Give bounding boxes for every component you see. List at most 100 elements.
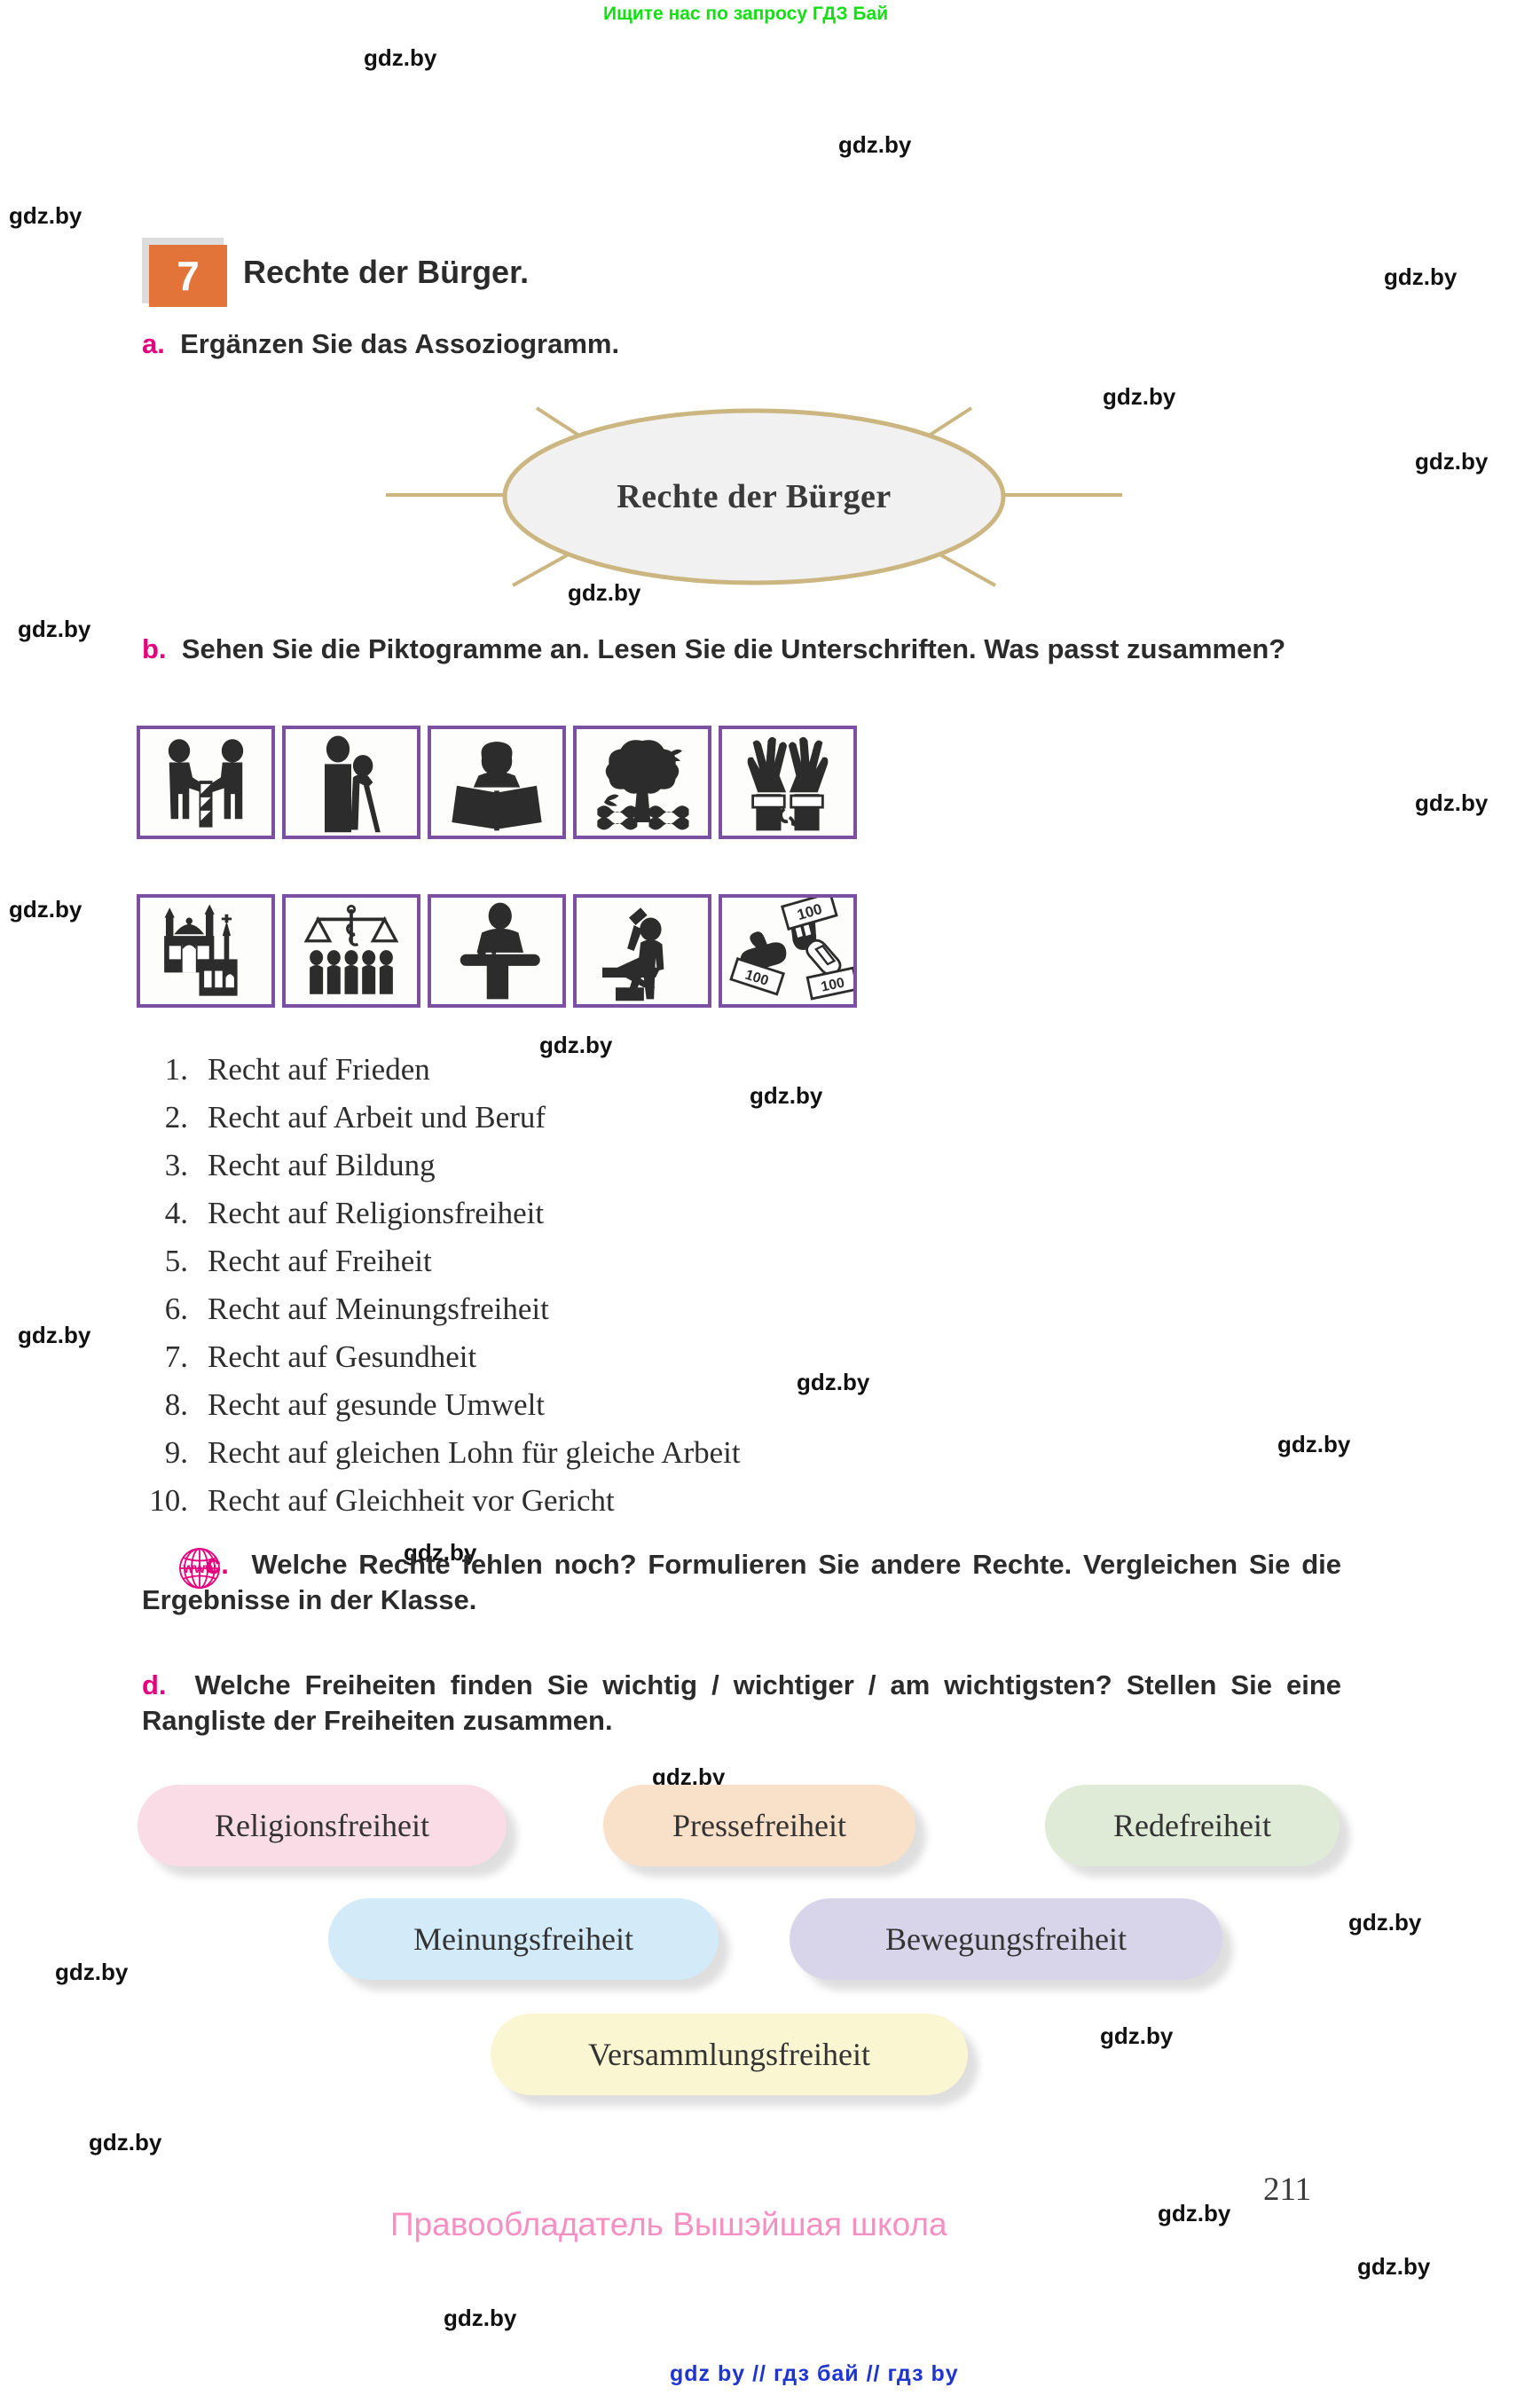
freedom-pill[interactable]: Meinungsfreiheit: [328, 1898, 719, 1980]
rights-list-number: 10.: [149, 1483, 188, 1518]
rights-list-number: 5.: [164, 1244, 188, 1278]
watermark-gdz: gdz.by: [1415, 448, 1489, 475]
freedom-pill[interactable]: Versammlungsfreiheit: [491, 2014, 968, 2095]
copyright-notice: Правообладатель Вышэйшая школа: [390, 2206, 947, 2242]
watermark-gdz: gdz.by: [539, 1032, 613, 1058]
pictogram-1[interactable]: [137, 726, 275, 839]
exercise-number-badge: 7: [142, 238, 227, 307]
watermark-gdz: gdz.by: [18, 1322, 91, 1348]
rights-list-text: Recht auf Arbeit und Beruf: [208, 1100, 546, 1135]
rights-list-item: 5. Recht auf Freiheit: [142, 1244, 1118, 1292]
task-a-letter: a.: [142, 328, 173, 359]
watermark-gdz: gdz.by: [1277, 1431, 1351, 1457]
watermark-gdz: gdz.by: [364, 44, 437, 71]
blacksmith-anvil-icon: [602, 907, 664, 1001]
task-b-text: Sehen Sie die Piktogramme an. Lesen Sie …: [181, 633, 1286, 664]
watermark-gdz: gdz.by: [444, 2305, 517, 2331]
watermark-gdz: gdz.by: [1415, 789, 1489, 816]
rights-list-number: 8.: [164, 1387, 188, 1422]
exercise-title: Rechte der Bürger.: [243, 254, 530, 290]
rights-list-number: 6.: [164, 1292, 188, 1326]
task-c-letter: c.: [206, 1549, 240, 1580]
watermark-gdz: gdz.by: [9, 896, 82, 923]
pictogram-6[interactable]: [137, 894, 275, 1008]
hands-with-banknotes-icon: 100 100 100: [729, 898, 853, 1001]
rights-list-item: 10. Recht auf Gleichheit vor Gericht: [142, 1483, 1118, 1531]
rights-list-text: Recht auf Bildung: [208, 1148, 436, 1182]
task-c-text: Welche Rechte fehlen noch? Formulieren S…: [142, 1549, 1341, 1615]
watermark-gdz: gdz.by: [568, 579, 641, 606]
freedom-pill[interactable]: Bewegungsfreiheit: [790, 1898, 1222, 1980]
tree-water-birds-icon: [597, 740, 689, 830]
rights-list-item: 8.Recht auf gesunde Umwelt: [142, 1387, 1118, 1435]
globe-www-text: www: [182, 1561, 216, 1576]
rights-list-number: 9.: [164, 1435, 188, 1470]
speaker-at-podium-icon: [460, 902, 540, 1000]
rights-list-number: 7.: [164, 1339, 188, 1374]
svg-text:100: 100: [820, 975, 846, 994]
scales-of-justice-icon: [303, 904, 399, 994]
rights-list-text: Recht auf Gleichheit vor Gericht: [208, 1483, 615, 1518]
watermark-gdz: gdz.by: [1103, 383, 1176, 410]
pictogram-9[interactable]: [573, 894, 711, 1008]
pictogram-5[interactable]: [719, 726, 857, 839]
watermark-gdz: gdz.by: [9, 202, 82, 229]
assoziogramm-ellipse: [502, 408, 1006, 585]
watermark-gdz: gdz.by: [1348, 1909, 1422, 1936]
task-b: b. Sehen Sie die Piktogramme an. Lesen S…: [142, 632, 1341, 667]
top-promo-banner: Ищите нас по запросу ГДЗ Бай: [603, 4, 889, 24]
task-d-letter: d.: [142, 1669, 181, 1700]
watermark-gdz: gdz.by: [55, 1959, 129, 1985]
rights-list-text: Recht auf Gesundheit: [208, 1339, 477, 1374]
pictogram-10[interactable]: 100 100 100: [719, 894, 857, 1008]
watermark-gdz: gdz.by: [1357, 2253, 1431, 2280]
watermark-gdz: gdz.by: [1158, 2200, 1231, 2226]
exercise-number: 7: [149, 245, 227, 307]
task-a-text: Ergänzen Sie das Assoziogramm.: [180, 328, 620, 359]
rights-list-text: Recht auf Freiheit: [208, 1244, 432, 1278]
pictogram-7[interactable]: [282, 894, 420, 1008]
task-d: d. Welche Freiheiten finden Sie wichtig …: [142, 1668, 1341, 1738]
handshake-icon: [168, 739, 244, 828]
broken-handcuffs-icon: [747, 736, 829, 831]
www-globe-icon: www: [179, 1548, 220, 1589]
rights-list-number: 4.: [164, 1196, 188, 1230]
freedom-pill[interactable]: Religionsfreiheit: [138, 1785, 507, 1866]
rights-list-text: Recht auf Meinungsfreiheit: [208, 1292, 549, 1326]
watermark-gdz: gdz.by: [404, 1539, 477, 1566]
rights-list-text: Recht auf Frieden: [208, 1052, 430, 1087]
watermark-gdz: gdz.by: [750, 1082, 823, 1109]
pictogram-2[interactable]: [282, 726, 420, 839]
task-b-letter: b.: [142, 633, 175, 664]
rights-list-number: 2.: [164, 1100, 188, 1135]
pictogram-3[interactable]: [428, 726, 566, 839]
pictogram-4[interactable]: [573, 726, 711, 839]
rights-list-item: 4. Recht auf Religionsfreiheit: [142, 1196, 1118, 1244]
rights-list-number: 3.: [164, 1148, 188, 1182]
rights-list-item: 3. Recht auf Bildung: [142, 1148, 1118, 1196]
rights-list-item: 9. Recht auf gleichen Lohn für gleiche Ar…: [142, 1435, 1118, 1483]
freedom-pill[interactable]: Pressefreiheit: [603, 1785, 915, 1866]
watermark-gdz: gdz.by: [1100, 2022, 1174, 2049]
assoziogramm-diagram: Rechte der Bürger: [355, 381, 1153, 612]
task-a: a. Ergänzen Sie das Assoziogramm.: [142, 326, 1118, 362]
watermark-gdz: gdz.by: [797, 1369, 870, 1395]
rights-list-item: 6. Recht auf Meinungsfreiheit: [142, 1292, 1118, 1339]
watermark-gdz: gdz.by: [838, 131, 912, 158]
task-c: c. Welche Rechte fehlen noch? Formuliere…: [142, 1547, 1341, 1617]
rights-list-text: Recht auf gleichen Lohn für gleiche Arbe…: [208, 1435, 741, 1470]
person-reading-book-icon: [452, 742, 542, 831]
task-d-text: Welche Freiheiten finden Sie wichtig / w…: [142, 1669, 1341, 1736]
watermark-gdz: gdz.by: [1384, 263, 1458, 290]
pictogram-8[interactable]: [428, 894, 566, 1008]
bottom-site-link[interactable]: gdz by // гдз бай // гдз by: [670, 2361, 959, 2386]
assoziogramm-svg: [386, 406, 1122, 587]
rights-list-item: 7. Recht auf Gesundheit: [142, 1339, 1118, 1387]
mosque-church-icon: [164, 904, 238, 996]
watermark-gdz: gdz.by: [18, 616, 91, 642]
freedom-pill[interactable]: Redefreiheit: [1045, 1785, 1340, 1866]
rights-list-text: Recht auf Religionsfreiheit: [208, 1196, 545, 1230]
page-number: 211: [1263, 2171, 1312, 2208]
